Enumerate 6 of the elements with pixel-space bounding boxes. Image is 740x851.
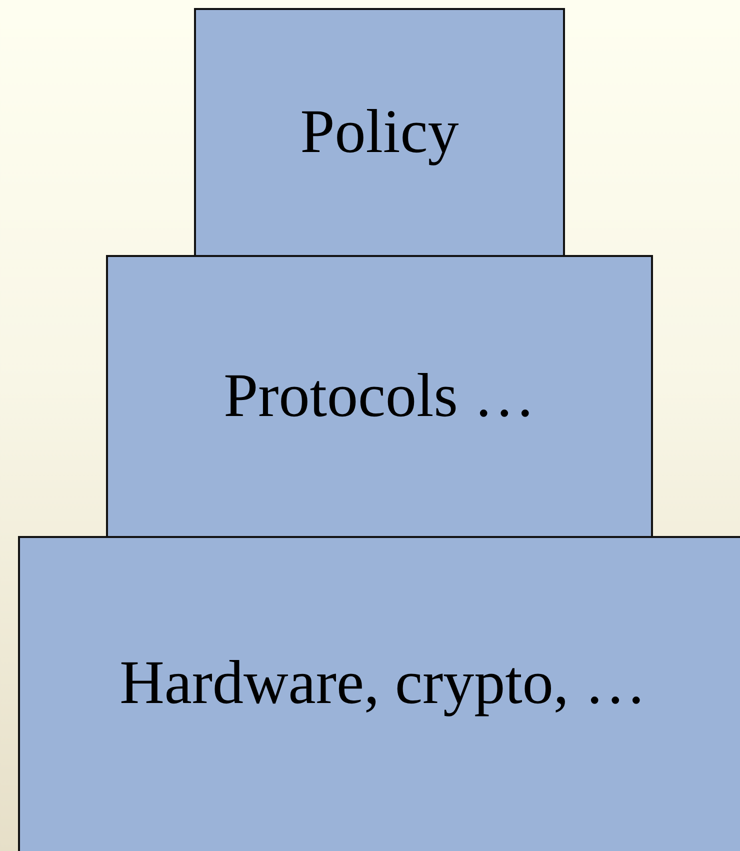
layer-label: Protocols … bbox=[224, 361, 536, 432]
layer-box bbox=[106, 255, 653, 538]
layer-box bbox=[194, 8, 565, 257]
layer-label: Policy bbox=[300, 97, 459, 168]
layer-label: Hardware, crypto, … bbox=[120, 648, 646, 718]
layer-box bbox=[18, 536, 740, 851]
